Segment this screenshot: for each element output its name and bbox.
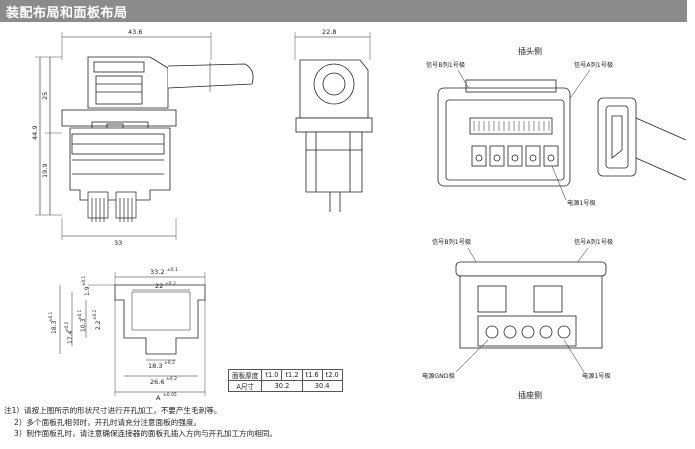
notes: 注1）请按上图所示的形状尺寸进行开孔加工，不要产生毛刺等。 2）多个面板孔相邻时…	[4, 405, 277, 440]
plug-signal-a-label: 信号A列1号极	[574, 61, 613, 69]
socket-power-gnd-label: 电源GND极	[422, 372, 455, 380]
dim-width-22-8: 22.8	[322, 28, 336, 36]
plug-signal-b-label: 信号B列1号极	[426, 61, 465, 69]
dim-width-43-6: 43.6	[128, 28, 142, 36]
socket-signal-b-label: 信号B列1号极	[432, 238, 471, 246]
plug-view: 插头侧 信号B列1号极 信号A列1号极	[426, 46, 687, 207]
table-header-cell: t1.2	[281, 369, 303, 381]
dim-18-3-bottom-tol: ±0.2	[164, 360, 175, 366]
dim-height-44-9: 44.9	[31, 126, 39, 140]
note-1: 注1）请按上图所示的形状尺寸进行开孔加工，不要产生毛刺等。	[4, 406, 222, 415]
dim-1-9-tol: ±0.1	[81, 275, 86, 286]
table-header-cell: t1.6	[301, 369, 323, 381]
dim-10-3: 10.3	[80, 318, 87, 332]
side-view: 43.6 44.9 25 19.9	[31, 28, 254, 247]
dim-26-6: 26.6	[150, 378, 164, 386]
dim-17-4-tol: ±0.2	[64, 321, 69, 332]
table-row: A尺寸 30.2 30.4	[227, 380, 343, 392]
plug-power-label: 电源1号极	[567, 199, 596, 207]
profile-view: 22.8	[294, 28, 373, 212]
dim-22: 22	[155, 282, 163, 290]
dim-a-tol: ±0.05	[163, 392, 177, 398]
dim-10-3-tol: ±0.1	[77, 309, 82, 320]
table-cell: 30.4	[301, 380, 343, 392]
dim-33-2: 33.2	[150, 268, 164, 276]
socket-heading: 插座侧	[518, 390, 542, 400]
dim-2-2-tol: ±0.2	[92, 309, 97, 320]
note-2: 2）多个面板孔相邻时，开孔时请充分注意面板的强度。	[14, 417, 202, 427]
dim-18-3-outer: 18.3	[51, 320, 58, 334]
panel-cutout: 33.2 ±0.1 22 ±0.2 18.3 ±0.1 17.4 ±0.2 10…	[48, 267, 206, 402]
table-header-cell: t2.0	[321, 369, 343, 381]
note-3: 3）制作面板孔时，请注意确保连接器的面板孔插入方向与开孔加工方向相同。	[14, 429, 278, 438]
table-row-label: A尺寸	[227, 380, 263, 392]
page-title: 装配布局和面板布局	[6, 6, 128, 21]
dim-a: A	[156, 394, 161, 402]
table-header-cell: t1.0	[261, 369, 283, 381]
socket-power-label: 电源1号极	[582, 372, 611, 380]
dim-33-2-tol: ±0.1	[167, 267, 178, 273]
dim-upper-25: 25	[41, 92, 49, 100]
title-bar: 装配布局和面板布局	[0, 0, 687, 22]
dim-bottom-33: 33	[114, 239, 122, 247]
dim-2-2: 2.2	[95, 320, 102, 330]
table-header-row: 面板厚度 t1.0 t1.2 t1.6 t2.0	[227, 369, 343, 381]
table-cell: 30.2	[261, 380, 303, 392]
socket-signal-a-label: 信号A列1号极	[574, 238, 613, 246]
dim-1-9: 1.9	[84, 286, 91, 296]
dim-22-tol: ±0.2	[165, 281, 176, 287]
dim-26-6-tol: ±0.2	[166, 376, 177, 382]
panel-thickness-table: 面板厚度 t1.0 t1.2 t1.6 t2.0 A尺寸 30.2 30.4	[227, 369, 343, 392]
dim-17-4: 17.4	[67, 330, 74, 344]
plug-heading: 插头侧	[518, 46, 542, 56]
dim-18-3-bottom: 18.3	[148, 362, 162, 370]
socket-view: 信号B列1号极 信号A列1号极 电源GND极 电源1号极 插座侧	[422, 238, 613, 400]
table-header-cell: 面板厚度	[227, 369, 263, 381]
dim-lower-19-9: 19.9	[41, 164, 49, 178]
dim-18-3-outer-tol: ±0.1	[48, 311, 53, 322]
